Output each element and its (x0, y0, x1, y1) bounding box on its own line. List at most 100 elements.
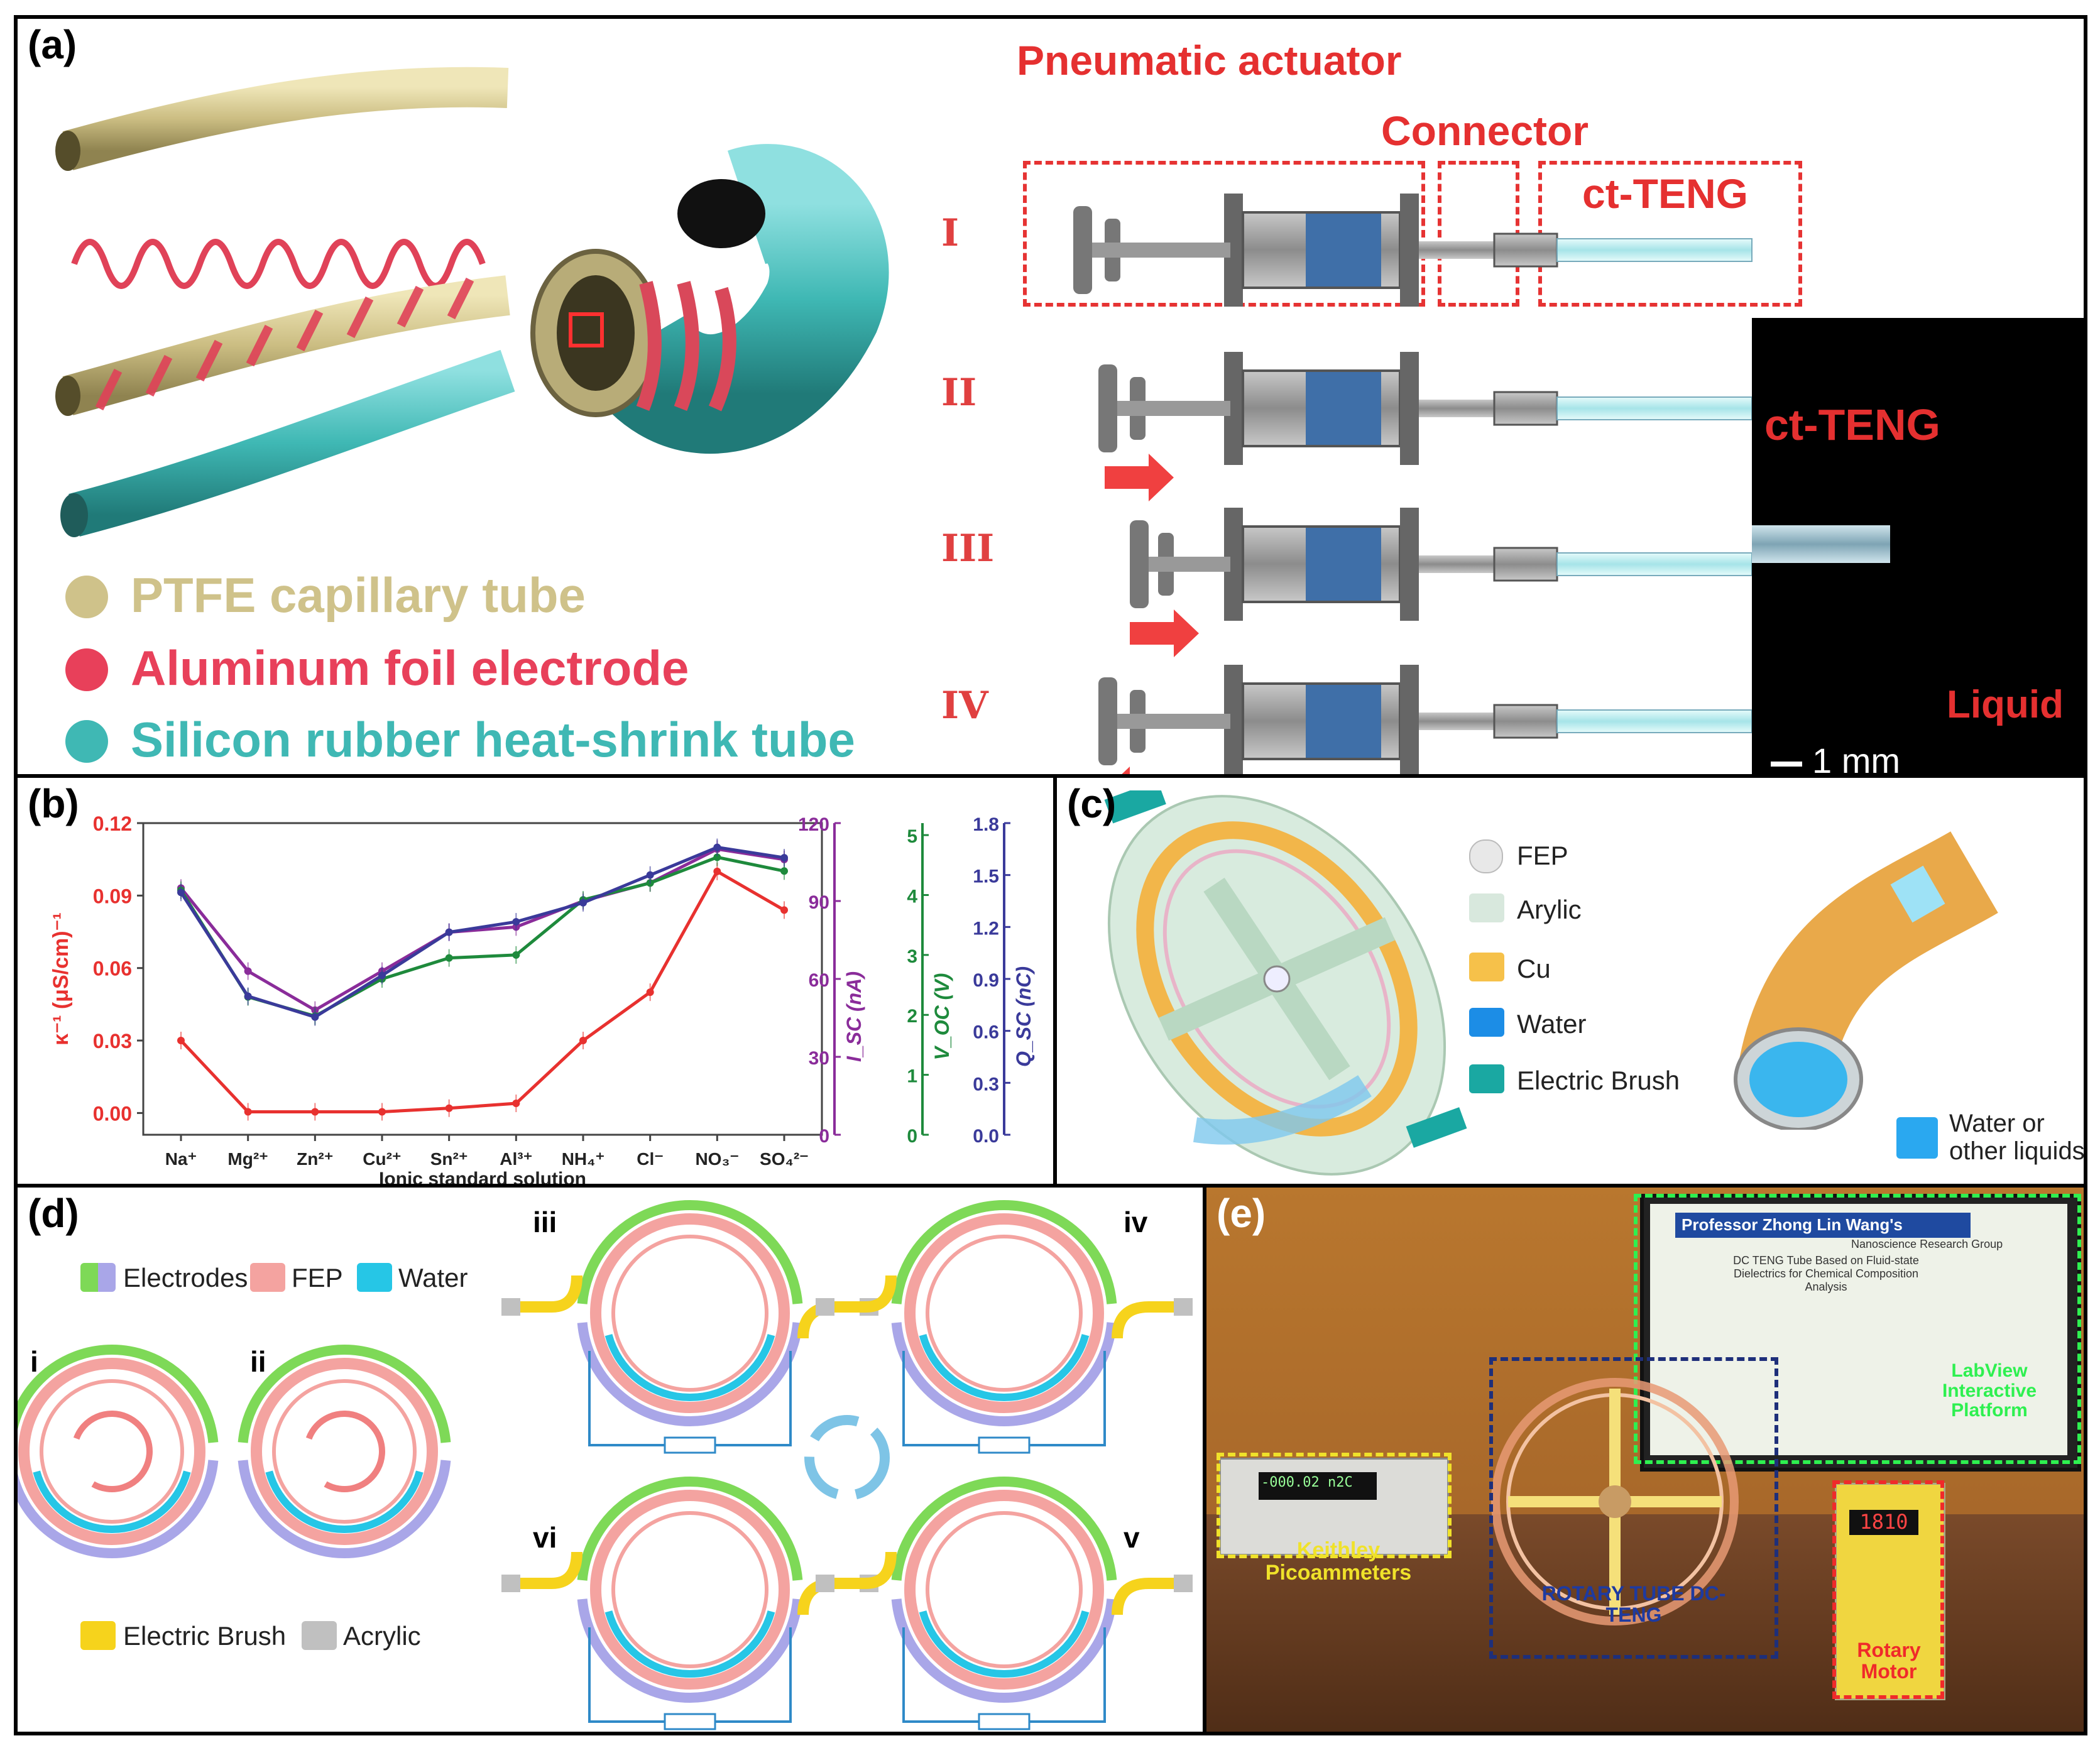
connector-title: Connector (1381, 107, 1589, 154)
x-tick-label: Al³⁺ (500, 1149, 532, 1169)
data-point (378, 971, 386, 980)
tube-layers-illustration (55, 67, 889, 763)
electrode-arc-green (577, 1200, 803, 1304)
stage-v: v (1124, 1521, 1140, 1554)
stage-II: II (941, 371, 977, 415)
scale-bar (1771, 762, 1802, 767)
data-point (445, 954, 453, 962)
legend-water: Water (1517, 1009, 1587, 1039)
panel-e-label: (e) (1217, 1191, 1266, 1236)
resistor (664, 1713, 716, 1730)
data-point (512, 918, 520, 926)
labview-box (1634, 1194, 2081, 1464)
inner-ring (926, 1511, 1083, 1668)
v-tick-label: 0 (907, 1126, 917, 1147)
k-tick-label: 0.00 (93, 1102, 132, 1125)
brush-right (1112, 1301, 1180, 1339)
inner-ring (272, 1379, 417, 1524)
ptfe-legend-ball (65, 576, 108, 618)
legend-water-swatch (1469, 1008, 1504, 1037)
ring (18, 1345, 219, 1558)
panel-d: (d) Electrodes FEP Water Electric Brush … (14, 1184, 1208, 1735)
syringe-sequence (1073, 192, 1753, 774)
q-axis-label: Q_SC (nC) (1012, 966, 1035, 1067)
rotary-motor-label: Rotary Motor (1857, 1639, 1921, 1683)
legend-water-swatch-d (357, 1263, 392, 1292)
ct-teng-title: ct-TENG (1582, 170, 1748, 217)
legend-ptfe: PTFE capillary tube (131, 567, 586, 623)
scale-bar-label: 1 mm (1812, 741, 1900, 778)
ring (816, 1200, 1193, 1454)
acrylic-right (1174, 1575, 1193, 1592)
q-tick-label: 1.2 (973, 918, 999, 939)
data-point (512, 951, 520, 959)
resistor (978, 1436, 1031, 1454)
micrograph-inset: ct-TENG Liquid 1 mm (1752, 318, 2084, 778)
x-tick-label: NH₄⁺ (562, 1149, 605, 1169)
i-axis-label: I_SC (nA) (843, 971, 865, 1062)
water-arc (265, 1470, 424, 1533)
stage-IV: IV (941, 684, 988, 728)
brush-left (828, 1551, 897, 1589)
rotary-tube-box (1489, 1357, 1778, 1659)
legend-brush: Electric Brush (1517, 1066, 1680, 1095)
legend-acrylic: Acrylic (343, 1621, 421, 1651)
data-point (646, 871, 654, 879)
electrode-arc-green (577, 1477, 803, 1581)
data-point (177, 888, 185, 897)
ionic-chart: 0.000.030.060.090.12κ⁻¹ (μS/cm)⁻¹0306090… (49, 812, 1035, 1185)
panel-c-label: (c) (1067, 781, 1117, 826)
data-point (378, 1108, 386, 1116)
data-point (780, 867, 788, 875)
brush-right (1112, 1578, 1180, 1615)
k-tick-label: 0.03 (93, 1030, 132, 1052)
inner-ring (611, 1511, 768, 1668)
panel-d-label: (d) (28, 1191, 79, 1236)
aluminum-helix (71, 239, 486, 289)
fep-ring (904, 1490, 1104, 1690)
motor-display: 1810 (1849, 1510, 1918, 1535)
monitor: Professor Zhong Lin Wang's Nanoscience R… (1640, 1194, 2081, 1472)
ring (501, 1200, 878, 1454)
q-tick-label: 1.8 (973, 814, 999, 835)
v-tick-label: 2 (907, 1006, 917, 1027)
i-tick-label: 120 (798, 814, 829, 835)
brush-left (514, 1551, 582, 1589)
legend-acrylic-swatch (302, 1621, 337, 1650)
stage-i: i (30, 1345, 38, 1378)
data-point (579, 899, 587, 907)
aluminum-legend-ball (65, 648, 108, 691)
data-point (579, 1037, 587, 1045)
water-arc (604, 1334, 775, 1401)
micro-title: ct-TENG (1764, 400, 1940, 449)
k-tick-label: 0.06 (93, 958, 132, 980)
water-arc (919, 1334, 1090, 1401)
rotation-arrow (305, 1411, 385, 1492)
keithley-label: Keithley Picoammeters (1265, 1538, 1412, 1585)
x-axis-label: Ionic standard solution (379, 1169, 586, 1185)
v-tick-label: 4 (907, 886, 917, 907)
acrylic-left (816, 1575, 834, 1592)
x-tick-label: NO₃⁻ (695, 1149, 739, 1169)
inner-ring (40, 1379, 184, 1524)
acrylic-right (1174, 1298, 1193, 1316)
legend-liquid-swatch (1896, 1117, 1938, 1159)
electrode-arc-purple (238, 1460, 451, 1559)
x-tick-label: Cl⁻ (637, 1149, 664, 1169)
electrode-arc-purple (18, 1460, 219, 1558)
acrylic-left (501, 1298, 520, 1316)
panel-e: (e) Professor Zhong Lin Wang's Nanoscien… (1203, 1184, 2087, 1735)
legend-brush-d: Electric Brush (123, 1621, 287, 1651)
series-line-0 (180, 869, 785, 1113)
resistor (664, 1436, 716, 1454)
fep-ring (904, 1213, 1104, 1413)
panel-a-label: (a) (28, 22, 77, 67)
fep-ring (251, 1358, 438, 1545)
v-tick-label: 1 (907, 1066, 917, 1087)
data-point (244, 1108, 252, 1116)
data-point (780, 906, 788, 914)
ring (238, 1344, 451, 1559)
ptfe-tube (62, 67, 509, 170)
stage-vi: vi (533, 1521, 557, 1554)
q-tick-label: 0.3 (973, 1074, 999, 1095)
